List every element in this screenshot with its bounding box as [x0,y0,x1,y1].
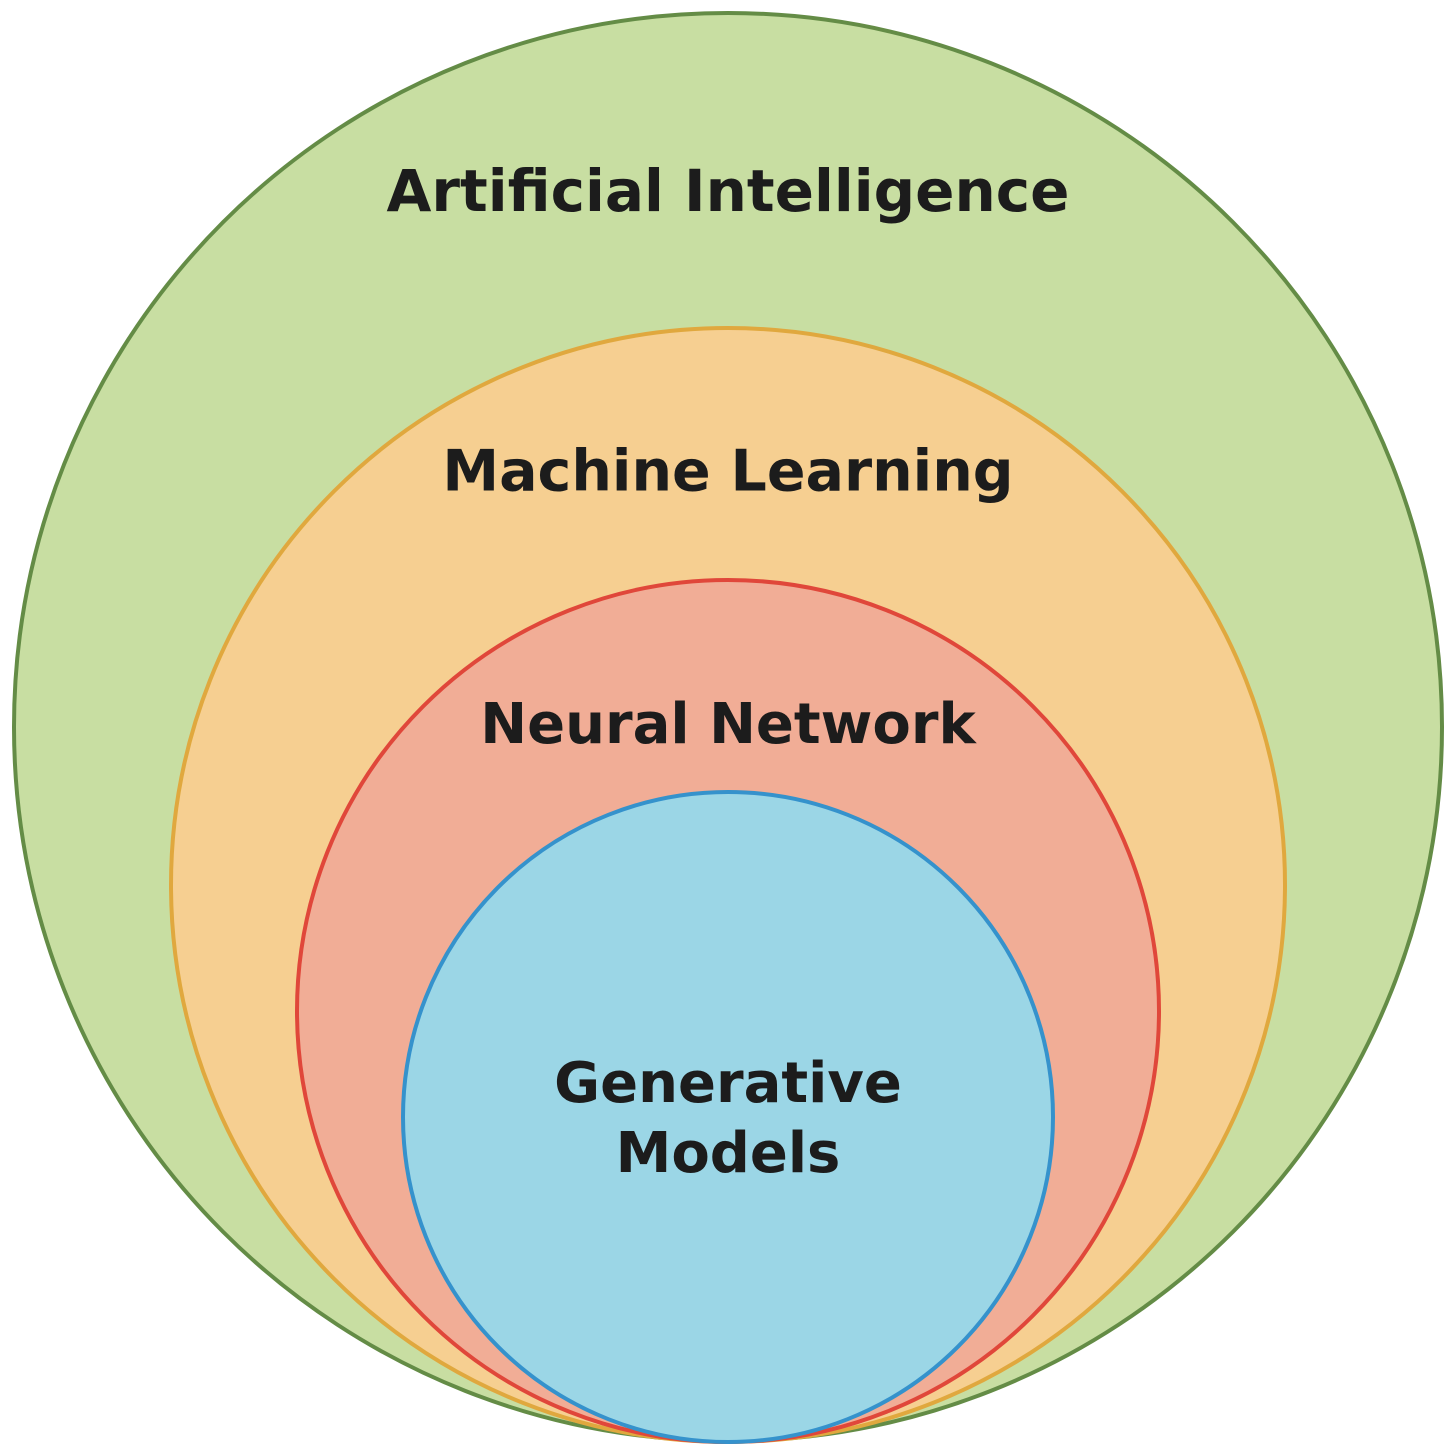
circle-generative-models [401,790,1055,1444]
label-artificial-intelligence: Artificial Intelligence [386,157,1069,225]
label-generative-models-line2: Models [616,1121,841,1186]
label-machine-learning: Machine Learning [442,439,1013,505]
label-generative-models-line1: Generative [554,1051,902,1116]
layer-generative-models [401,790,1055,1444]
label-neural-network: Neural Network [480,692,977,757]
